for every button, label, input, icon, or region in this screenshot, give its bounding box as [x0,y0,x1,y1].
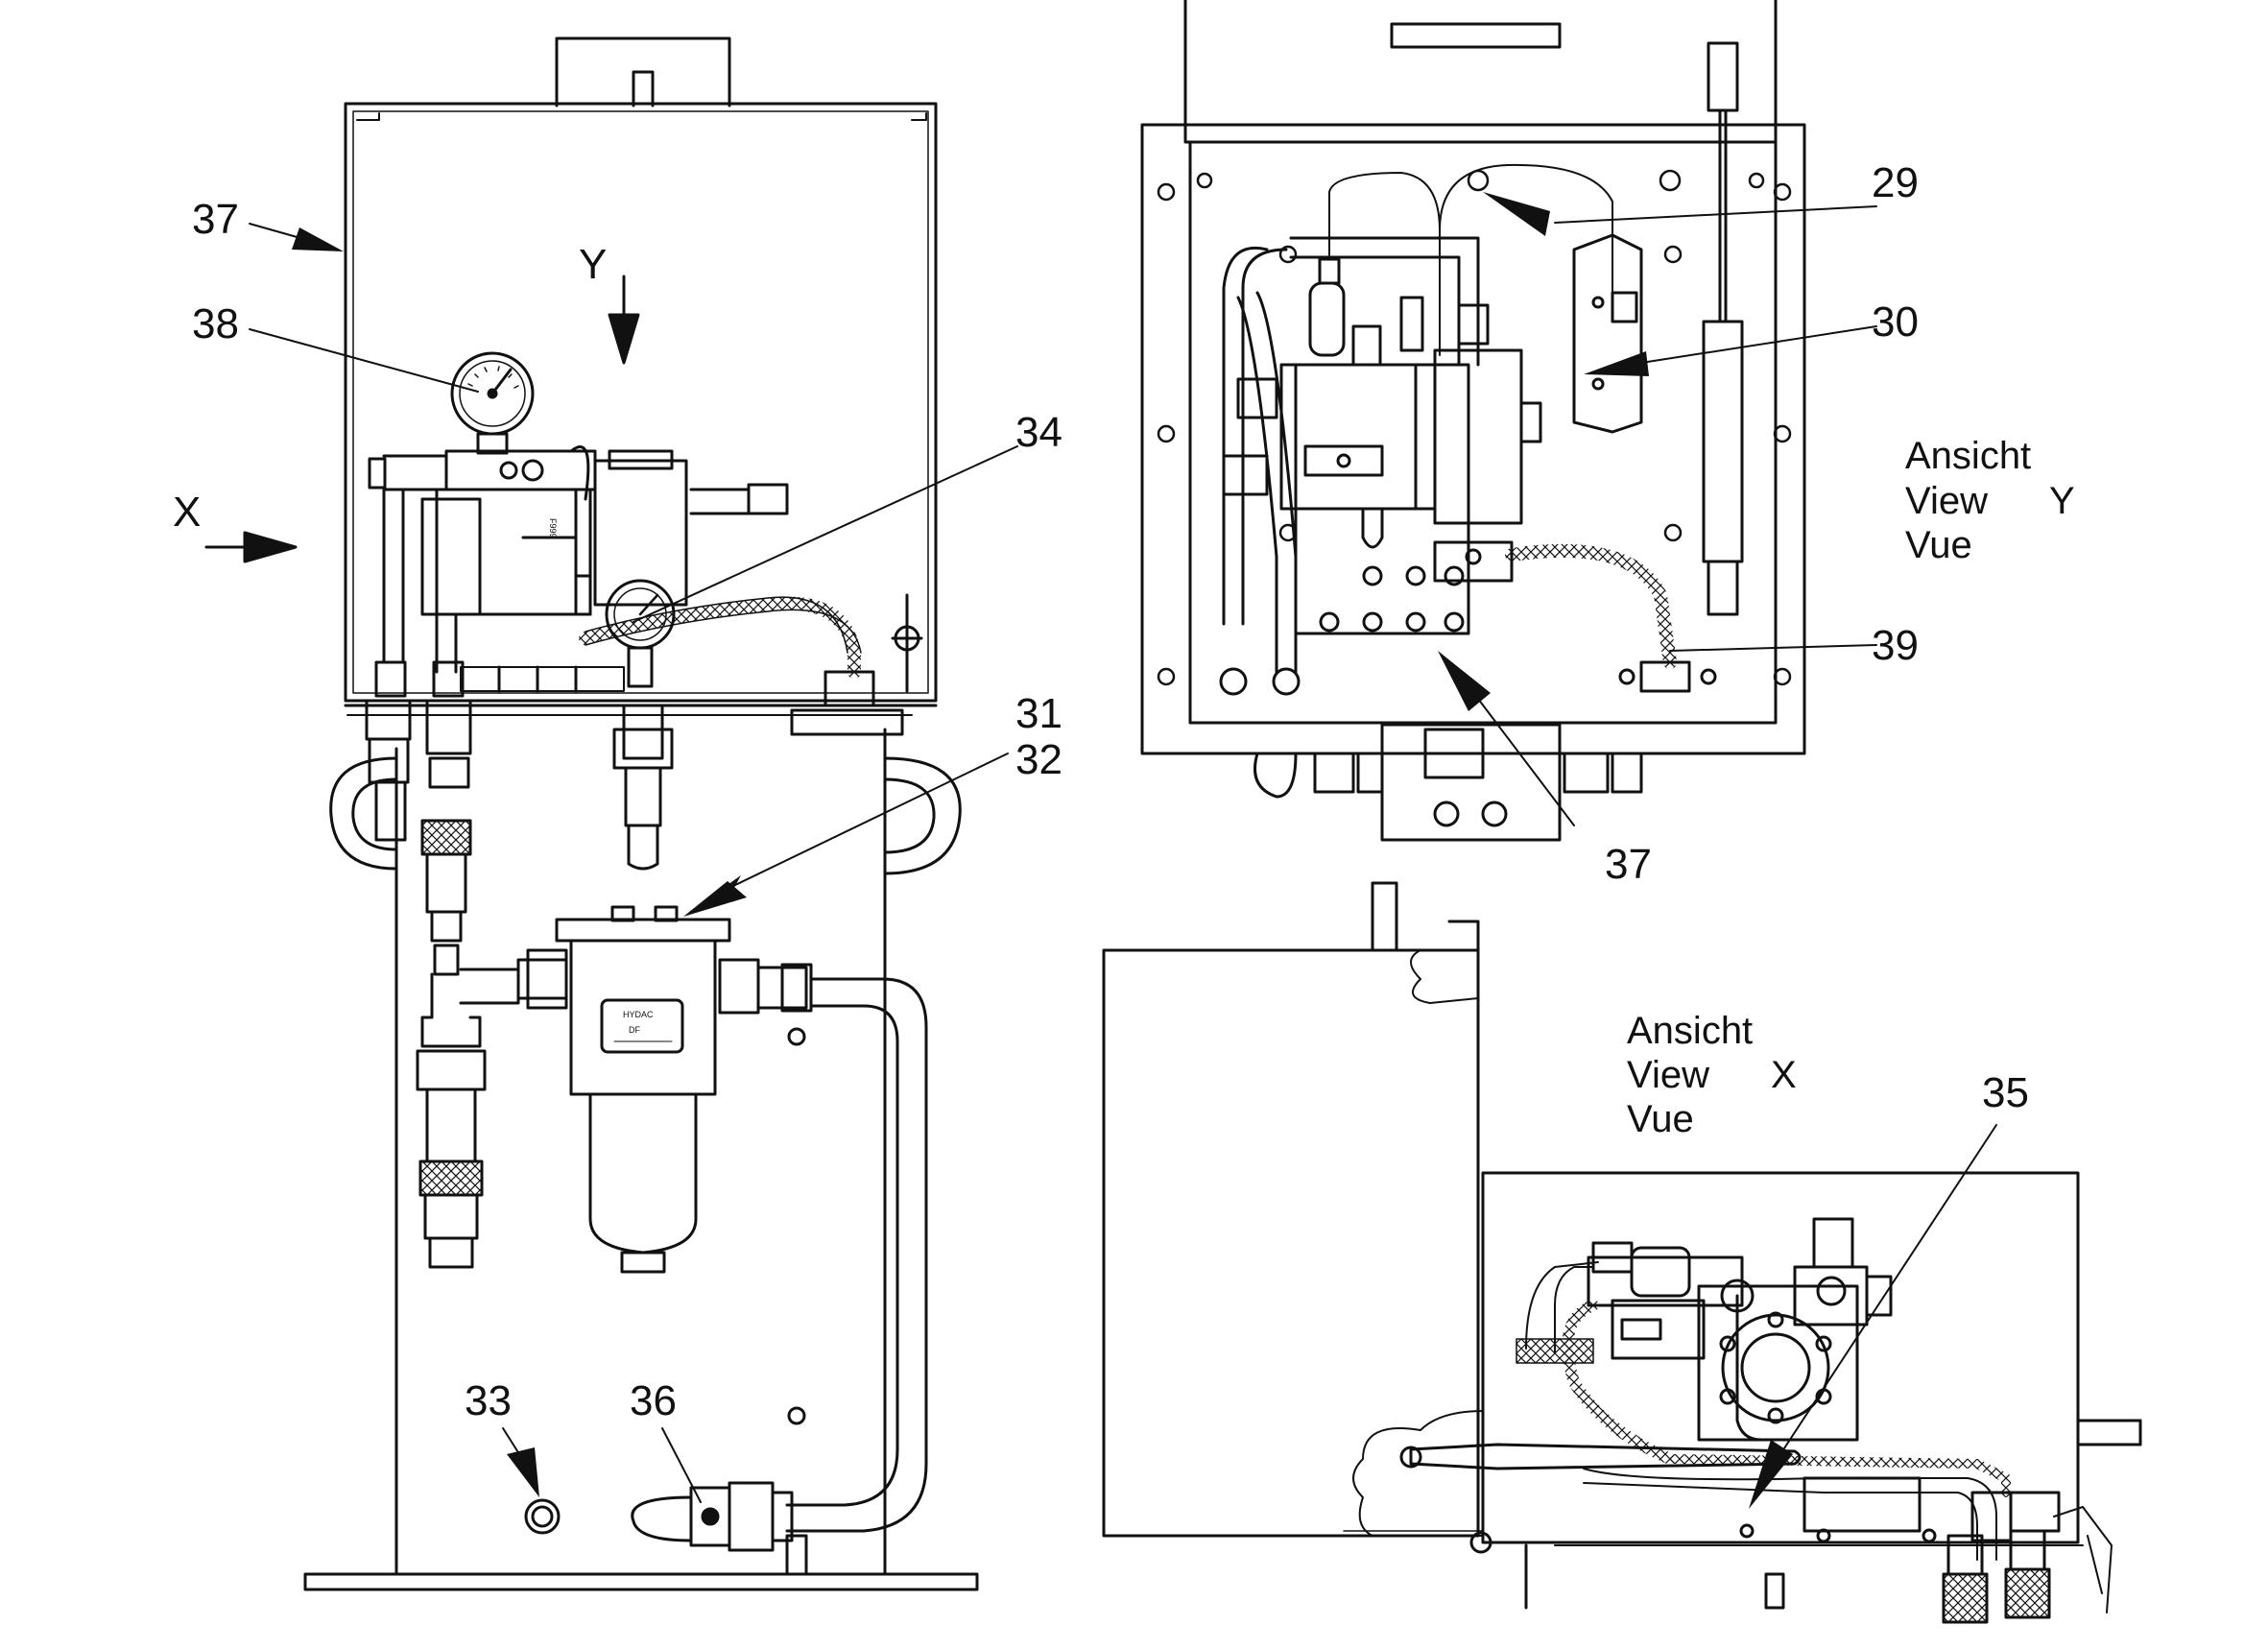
view-x-caption: Ansicht View X Vue [1627,1010,1797,1140]
view-x [1102,881,2142,1624]
callout-35: 35 [1982,1069,2029,1116]
return-pipe [785,977,928,1533]
callout-labels: 37 38 34 31 32 33 36 29 30 39 37 35 [192,159,2029,1424]
lifting-ear-left [329,756,398,871]
callout-32: 32 [1015,736,1062,783]
front-view: F999 [173,36,979,1591]
hydac-filter: HYDAC DF [555,905,731,1274]
pipe-left [382,488,405,664]
view-y-letter-label: Y [2049,480,2075,522]
view-x-letter: X [173,489,201,536]
pressure-gauge [450,351,535,455]
cabinet-housing [344,102,938,703]
view-y [1140,0,1806,842]
hydraulic-block: F999 [368,445,789,616]
quick-coupling-mid [420,660,472,976]
gas-spring [1702,41,1744,616]
callout-29: 29 [1872,159,1919,206]
callout-33: 33 [465,1377,512,1424]
callout-38: 38 [192,300,239,347]
view-x-letter-label: X [1771,1054,1797,1096]
filter-brand-text: HYDAC [623,1010,654,1019]
callout-36: 36 [630,1377,677,1424]
leader-lines [249,192,1997,1509]
base-plate [303,1572,979,1591]
view-y-arrow [608,313,640,365]
view-x-vue: Vue [1627,1098,1694,1140]
pipe-y-top [1289,236,1480,367]
drain-plug [524,1498,561,1535]
view-y-view: View [1905,480,1988,522]
view-y-vue: Vue [1905,524,1972,566]
lifting-ear-right [883,756,962,875]
callout-31: 31 [1015,690,1062,737]
view-x-ansicht: Ansicht [1627,1010,1753,1052]
view-x-cabinet [1481,1171,2080,1544]
callout-30: 30 [1872,299,1919,346]
view-y-letter: Y [579,241,607,288]
view-y-caption: Ansicht View Y Vue [1905,435,2075,566]
braided-hose-y [1505,543,1677,669]
view-y-bottom-block [1380,723,1562,842]
callout-37-left: 37 [192,196,239,243]
valve-block [1279,363,1418,511]
pipe-y-left [1222,246,1269,626]
view-y-ansicht: Ansicht [1905,435,2031,477]
quick-coupling-left [365,660,412,842]
view-x-view: View [1627,1054,1709,1096]
lid-handle [555,36,731,108]
callout-37-view-y: 37 [1605,841,1652,888]
view-y-mounting-plate [1140,123,1806,755]
drain-fitting [631,1481,794,1552]
gauge-code-text: F999 [548,518,558,538]
callout-34: 34 [1015,409,1062,456]
view-y-lid [1183,0,1778,144]
braided-hose [579,596,861,679]
view-x-open-door [1102,948,1480,1538]
view-x-arrow [243,531,298,563]
callout-39: 39 [1872,622,1919,669]
filter-model-text: DF [629,1025,640,1035]
